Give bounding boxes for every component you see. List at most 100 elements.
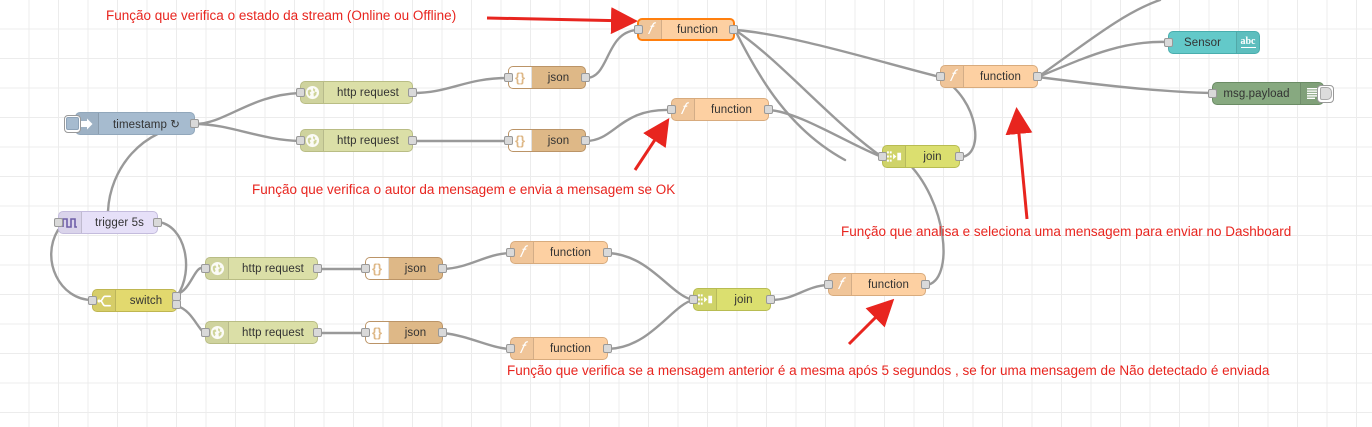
node-inject-timestamp[interactable]: timestamp ↻: [64, 112, 199, 135]
output-port[interactable]: [921, 280, 930, 289]
node-http-request-3[interactable]: http request: [201, 257, 322, 280]
wire[interactable]: [193, 122, 302, 143]
node-switch-node[interactable]: switch: [88, 289, 181, 312]
node-json-2[interactable]: {}json: [504, 129, 590, 152]
wire[interactable]: [767, 108, 884, 159]
wire[interactable]: [903, 158, 945, 287]
output-port[interactable]: [408, 136, 417, 145]
node-label-http-request-2: http request: [337, 134, 399, 147]
node-label-inject-timestamp: timestamp ↻: [113, 118, 180, 131]
node-trigger-5s[interactable]: trigger 5s: [54, 211, 162, 234]
output-port[interactable]: [313, 328, 322, 337]
wire[interactable]: [733, 28, 884, 159]
node-label-json-4: json: [404, 326, 427, 339]
inject-trigger-button[interactable]: [64, 114, 81, 133]
output-port[interactable]: [408, 88, 417, 97]
output-port[interactable]: [581, 73, 590, 82]
wire[interactable]: [106, 122, 197, 213]
node-debug-payload[interactable]: msg.payload: [1208, 82, 1334, 105]
wire[interactable]: [733, 28, 942, 79]
node-http-request-1[interactable]: http request: [296, 81, 417, 104]
pulse-icon: [59, 212, 82, 233]
node-join-top[interactable]: join: [878, 145, 964, 168]
node-label-json-3: json: [404, 262, 427, 275]
braces-icon: {}: [509, 67, 532, 88]
output-port[interactable]: [766, 295, 775, 304]
wire[interactable]: [1036, 75, 1214, 95]
node-json-3[interactable]: {}json: [361, 257, 447, 280]
node-json-4[interactable]: {} json: [361, 321, 447, 344]
output-port[interactable]: [190, 119, 199, 128]
input-port[interactable]: [296, 136, 305, 145]
wire[interactable]: [769, 283, 830, 302]
debug-toggle-button[interactable]: [1317, 84, 1334, 103]
wire[interactable]: [606, 298, 695, 351]
input-port[interactable]: [201, 328, 210, 337]
node-json-1[interactable]: {}json: [504, 66, 590, 89]
wire[interactable]: [411, 76, 510, 95]
output-port[interactable]: [955, 152, 964, 161]
function-f-icon: 𝑓: [511, 338, 534, 359]
input-port[interactable]: [1164, 38, 1173, 47]
wire[interactable]: [606, 251, 695, 302]
wire[interactable]: [1036, 40, 1170, 79]
input-port[interactable]: [88, 296, 97, 305]
node-label-http-request-1: http request: [337, 86, 399, 99]
input-port[interactable]: [54, 218, 63, 227]
function-f-icon: 𝑓: [672, 99, 695, 120]
annot-stream: Função que verifica o estado da stream (…: [106, 8, 457, 23]
input-port[interactable]: [506, 344, 515, 353]
input-port[interactable]: [936, 72, 945, 81]
output-port[interactable]: [313, 264, 322, 273]
output-port[interactable]: [603, 248, 612, 257]
wire[interactable]: [50, 228, 94, 302]
wire[interactable]: [1036, 0, 1162, 79]
output-port[interactable]: [438, 328, 447, 337]
input-port[interactable]: [878, 152, 887, 161]
node-join-bottom[interactable]: join: [689, 288, 775, 311]
node-label-function-prev: function: [867, 278, 910, 291]
input-port[interactable]: [296, 88, 305, 97]
wire[interactable]: [441, 251, 512, 271]
node-label-function-msg-1: function: [549, 246, 592, 259]
input-port[interactable]: [361, 264, 370, 273]
output-port[interactable]: [603, 344, 612, 353]
wire[interactable]: [441, 331, 512, 351]
output-port[interactable]: [438, 264, 447, 273]
annot-author-arrow: [633, 117, 670, 171]
input-port[interactable]: [824, 280, 833, 289]
input-port[interactable]: [504, 73, 513, 82]
input-port[interactable]: [667, 105, 676, 114]
wire[interactable]: [156, 220, 188, 298]
input-port[interactable]: [504, 136, 513, 145]
output-port[interactable]: [729, 25, 738, 34]
output-port[interactable]: [1033, 72, 1042, 81]
wire[interactable]: [584, 28, 639, 80]
input-port[interactable]: [201, 264, 210, 273]
braces-icon: {}: [366, 322, 389, 343]
input-port[interactable]: [689, 295, 698, 304]
wire[interactable]: [733, 28, 847, 162]
input-port[interactable]: [634, 25, 643, 34]
output-port-2[interactable]: [172, 300, 181, 310]
wire[interactable]: [584, 108, 673, 143]
input-port[interactable]: [1208, 89, 1217, 98]
input-port[interactable]: [361, 328, 370, 337]
node-http-request-4[interactable]: http request: [201, 321, 322, 344]
output-port[interactable]: [153, 218, 162, 227]
output-port[interactable]: [764, 105, 773, 114]
output-port[interactable]: [581, 136, 590, 145]
node-http-request-2[interactable]: http request: [296, 129, 417, 152]
globe-icon: [206, 258, 229, 279]
input-port[interactable]: [506, 248, 515, 257]
wire[interactable]: [193, 91, 302, 126]
abc-icon: abc: [1236, 32, 1259, 53]
